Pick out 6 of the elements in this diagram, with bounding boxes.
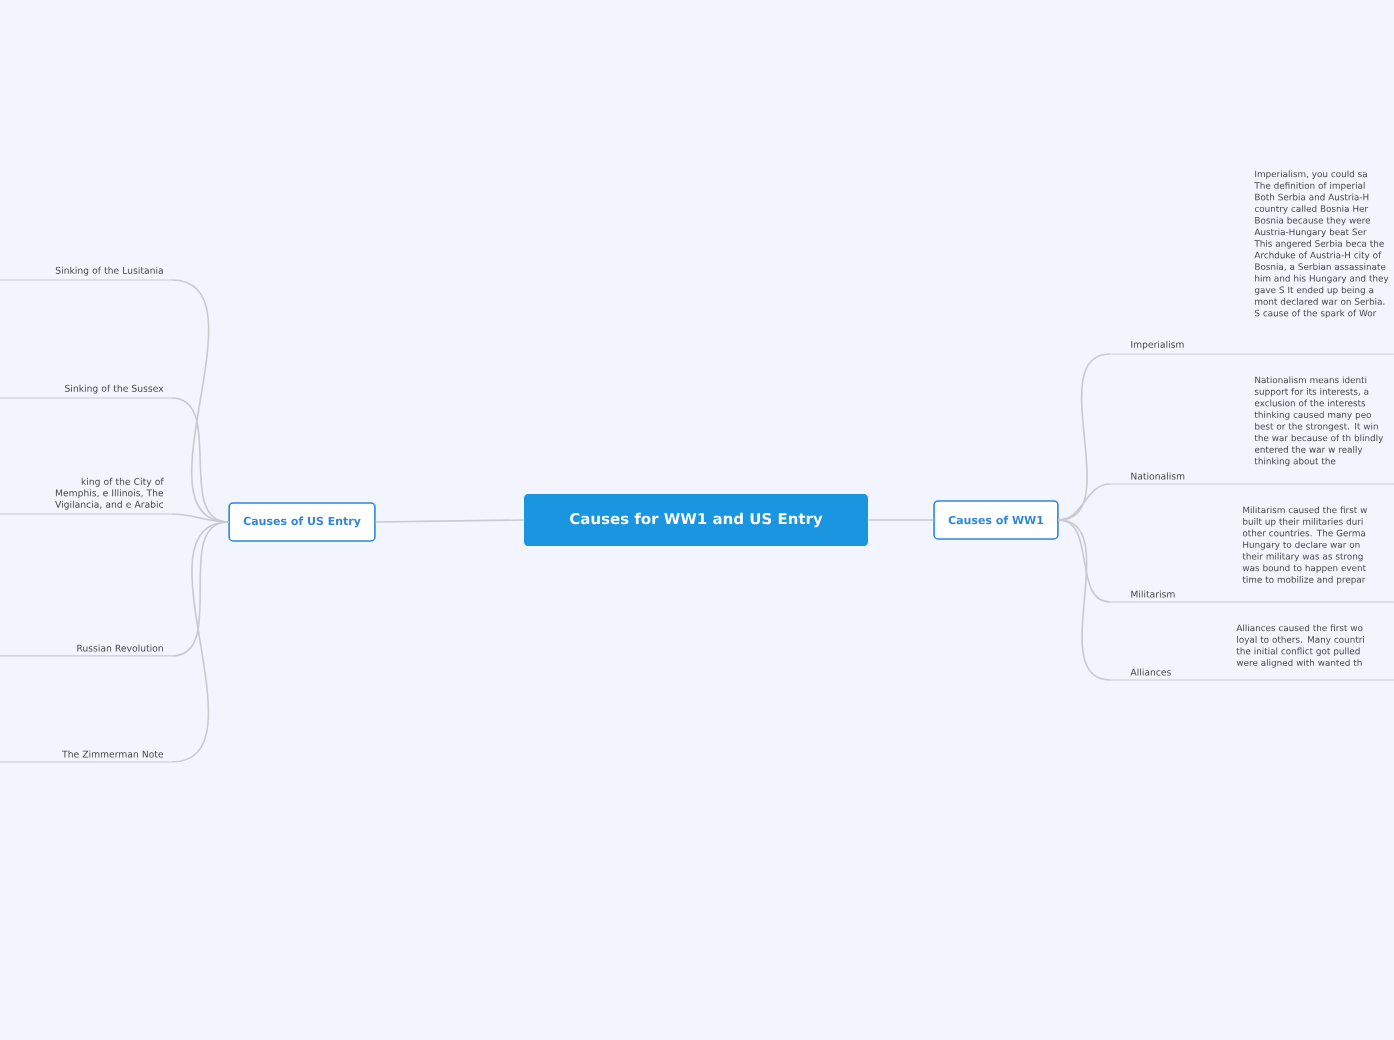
connector bbox=[1057, 519, 1111, 681]
connector bbox=[171, 513, 230, 523]
connector bbox=[867, 519, 935, 521]
connector bbox=[374, 519, 525, 523]
connector bbox=[1057, 483, 1111, 521]
connector bbox=[171, 521, 230, 763]
